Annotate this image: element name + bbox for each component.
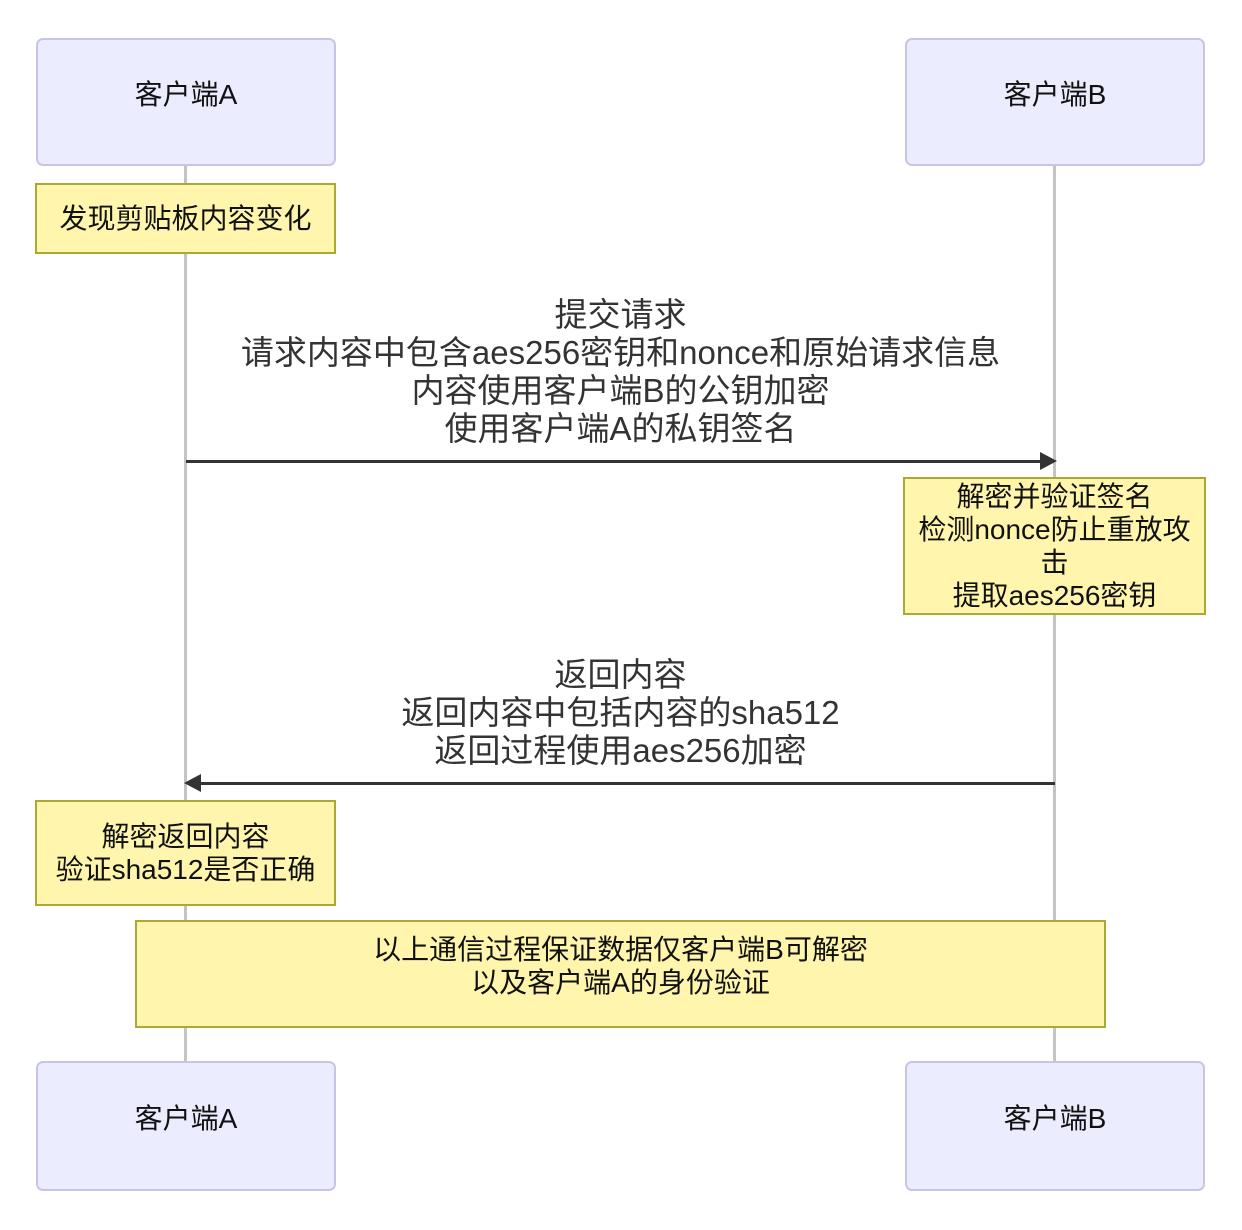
note-line: 以上通信过程保证数据仅客户端B可解密 (373, 934, 868, 965)
message-submit-request-arrow-line (186, 460, 1041, 463)
note-line: 解密并验证签名 (956, 481, 1153, 512)
message-return-content-arrow-line (201, 782, 1055, 785)
message-submit-request-text: 提交请求 请求内容中包含aes256密钥和nonce和原始请求信息 内容使用客户… (170, 296, 1071, 448)
message-line: 请求内容中包含aes256密钥和nonce和原始请求信息 (240, 334, 1001, 371)
note-line: 检测nonce防止重放攻击 (918, 514, 1191, 578)
actor-client-a-top: 客户端A (36, 38, 336, 166)
message-line: 内容使用客户端B的公钥加密 (411, 372, 830, 409)
note-decrypt-verify: 解密并验证签名 检测nonce防止重放攻击 提取aes256密钥 (903, 477, 1206, 615)
note-line: 以及客户端A的身份验证 (471, 967, 770, 998)
actor-label: 客户端B (1003, 79, 1107, 110)
note-line: 验证sha512是否正确 (55, 854, 316, 885)
actor-label: 客户端A (134, 79, 238, 110)
message-line: 返回过程使用aes256加密 (434, 732, 807, 769)
message-line: 返回内容 (554, 656, 687, 693)
note-summary: 以上通信过程保证数据仅客户端B可解密 以及客户端A的身份验证 (135, 920, 1106, 1028)
message-return-content-text: 返回内容 返回内容中包括内容的sha512 返回过程使用aes256加密 (170, 656, 1071, 770)
actor-client-b-top: 客户端B (905, 38, 1205, 166)
message-line: 提交请求 (554, 296, 687, 333)
lifeline-client-a (184, 166, 187, 1061)
note-decrypt-return: 解密返回内容 验证sha512是否正确 (35, 800, 336, 906)
message-line: 使用客户端A的私钥签名 (444, 410, 797, 447)
actor-label: 客户端A (134, 1103, 238, 1134)
arrowhead-right-icon (1040, 452, 1057, 470)
message-line: 返回内容中包括内容的sha512 (401, 694, 840, 731)
arrowhead-left-icon (184, 774, 201, 792)
actor-label: 客户端B (1003, 1103, 1107, 1134)
actor-client-b-bottom: 客户端B (905, 1061, 1205, 1191)
note-line: 解密返回内容 (101, 821, 270, 852)
note-line: 发现剪贴板内容变化 (59, 203, 312, 234)
note-line: 提取aes256密钥 (952, 580, 1157, 611)
note-clipboard-change: 发现剪贴板内容变化 (35, 183, 336, 254)
actor-client-a-bottom: 客户端A (36, 1061, 336, 1191)
